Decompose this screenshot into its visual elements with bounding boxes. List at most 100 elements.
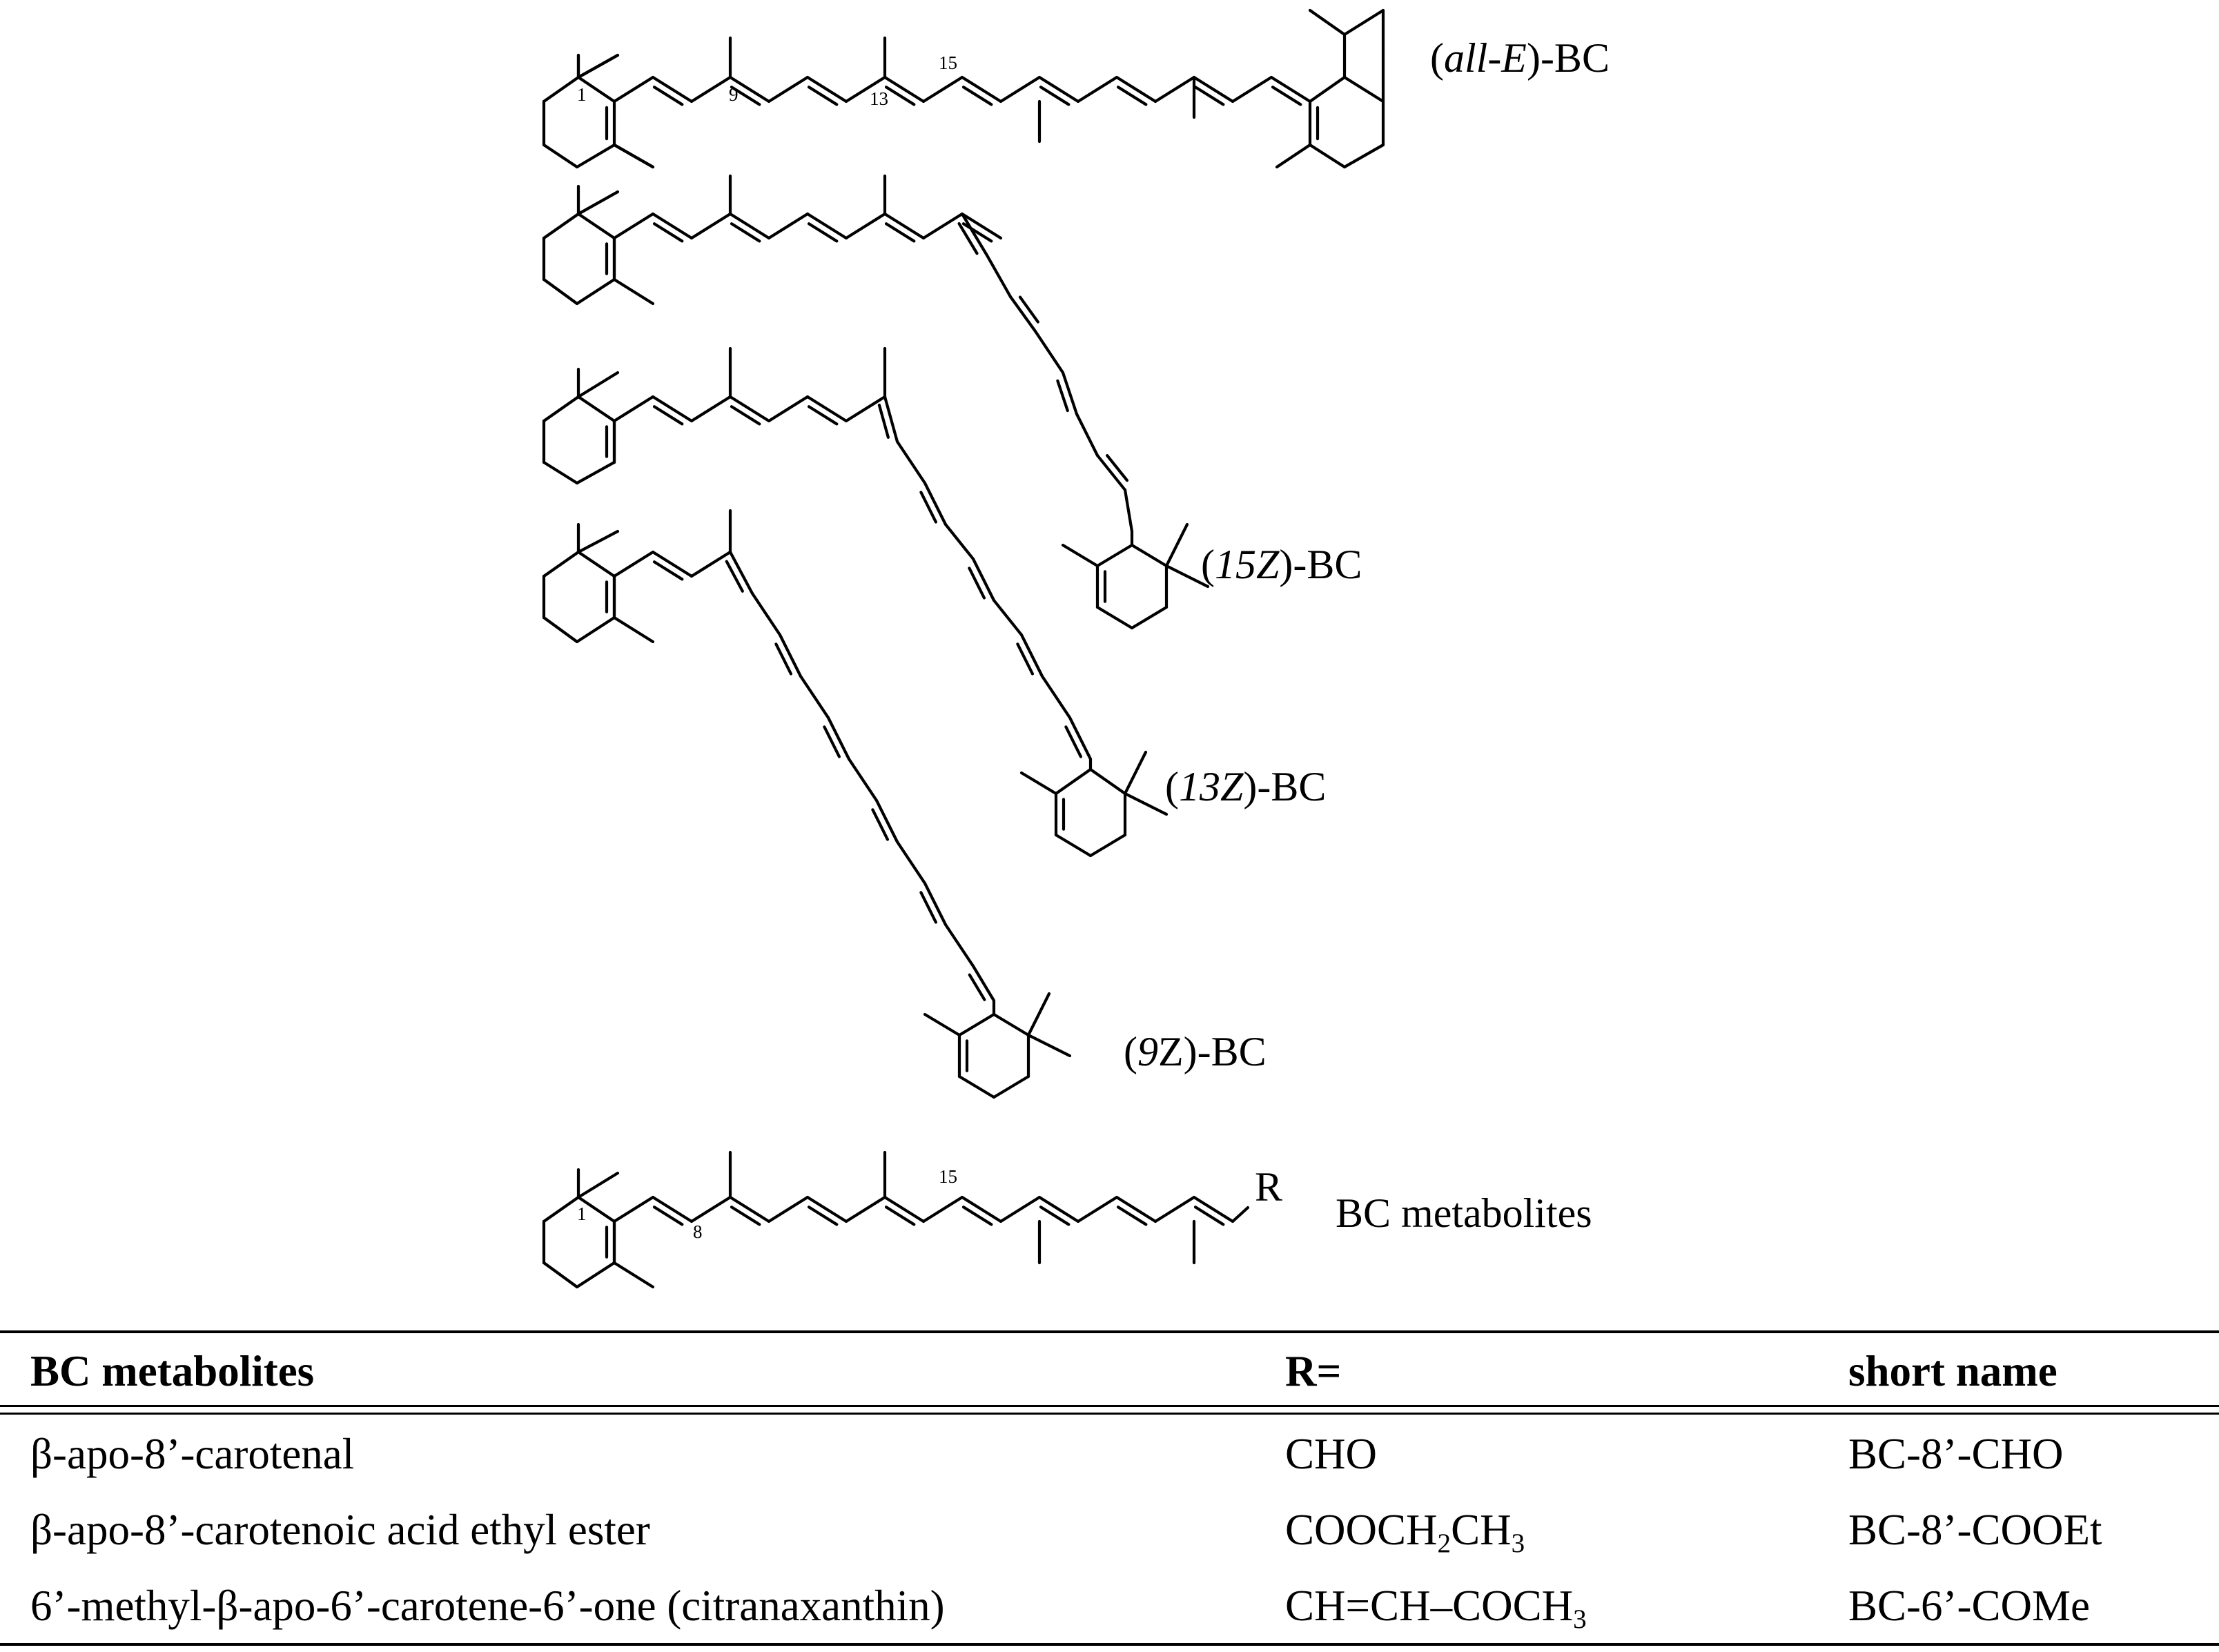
bond-line [542, 1261, 579, 1289]
bond-line [1130, 605, 1169, 630]
bond-line [730, 222, 761, 243]
bond-line [1075, 412, 1099, 458]
bond-line [612, 1261, 655, 1289]
bond-line [542, 143, 579, 169]
bond-line [728, 212, 771, 240]
bond-line [883, 75, 926, 104]
bond-line [871, 808, 890, 841]
bond-line [921, 1195, 964, 1223]
bond-line [1192, 75, 1235, 104]
row-short-name: BC-8’-COOEt [1848, 1506, 2102, 1554]
bond-line [652, 560, 684, 581]
bond-line [877, 403, 890, 439]
bond-line [542, 1195, 580, 1223]
bond-line [728, 1195, 771, 1223]
bond-line [651, 75, 694, 104]
locant-9-all-e: 9 [729, 84, 739, 105]
bond-line [1342, 8, 1385, 37]
substituent-r: R [1255, 1164, 1282, 1210]
bond-line [960, 1195, 1003, 1223]
bond-line [576, 75, 616, 104]
bond-line [971, 557, 996, 602]
bond-line [542, 550, 580, 578]
bond-line [807, 86, 839, 106]
bond-line [968, 973, 986, 1001]
bond-line [612, 75, 655, 104]
bond-line [690, 75, 732, 104]
bond-line [961, 86, 993, 106]
bond-line [844, 75, 887, 104]
bond-line [542, 616, 579, 644]
bond-line [844, 212, 887, 240]
bond-line [1193, 86, 1225, 106]
bond-line [1116, 86, 1148, 106]
bond-line [1342, 75, 1385, 104]
bond-line [883, 395, 899, 444]
bond-line [767, 212, 810, 240]
bond-line [884, 86, 916, 106]
bond-line [844, 395, 887, 423]
bond-line [805, 395, 848, 423]
bond-line [985, 253, 1013, 299]
bond-line [1193, 1206, 1225, 1226]
bond-line [826, 716, 851, 761]
bond-line [999, 1195, 1042, 1223]
bond-line [575, 616, 616, 644]
bond-line [576, 529, 620, 554]
bond-line [1123, 750, 1148, 796]
bond-line [992, 1074, 1030, 1099]
bond-line [690, 395, 732, 423]
bond-line [960, 212, 989, 257]
bc-metabolites-table: BC metabolites R= short name β-apo-8’-ca… [0, 1329, 2219, 1648]
bond-line [1019, 633, 1044, 678]
bond-line [1076, 75, 1119, 104]
bond-line [960, 75, 1003, 104]
bond-line [1269, 75, 1312, 104]
bond-line [807, 405, 839, 426]
locant-15-metabolite: 15 [939, 1166, 957, 1187]
bond-line [576, 53, 620, 79]
label-13z-bc: (13Z)-BC [1165, 764, 1326, 809]
bond-line [1033, 329, 1065, 375]
bond-line [1054, 833, 1093, 858]
bond-line [542, 395, 580, 423]
locant-8-metabolite: 8 [693, 1221, 703, 1242]
bond-line [799, 674, 830, 720]
bond-line [923, 481, 948, 527]
table-top-rule [0, 1330, 2219, 1333]
bond-line [883, 212, 926, 240]
bond-line [883, 1195, 926, 1223]
bond-line [1231, 75, 1273, 104]
bond-line [651, 212, 694, 240]
bond-line [750, 591, 782, 637]
bond-line [1061, 371, 1079, 416]
bond-line [767, 1195, 810, 1223]
bond-line [1095, 605, 1134, 630]
bond-line [1056, 379, 1069, 413]
bond-line [1342, 143, 1385, 169]
bond-line [957, 1074, 996, 1099]
bond-line [542, 212, 580, 240]
bond-line [767, 75, 810, 104]
bond-line [690, 212, 732, 240]
bond-line [805, 212, 848, 240]
bond-line [884, 222, 916, 243]
bond-line [1088, 833, 1127, 858]
locant-13-all-e: 13 [870, 88, 888, 109]
bond-line [1039, 1206, 1071, 1226]
bond-line [652, 86, 684, 106]
bond-line [575, 1261, 616, 1289]
locant-1-metabolite: 1 [577, 1203, 587, 1224]
row-short-name: BC-8’-CHO [1848, 1430, 2064, 1478]
bond-line [728, 550, 754, 596]
label-all-e-bc: (all-E)-BC [1430, 35, 1610, 81]
bond-line [1123, 791, 1169, 816]
bond-line [1130, 543, 1169, 568]
bond-line [651, 550, 694, 578]
bond-line [651, 395, 694, 423]
bond-line [652, 1206, 684, 1226]
bond-line [844, 1195, 887, 1223]
header-bc-metabolites: BC metabolites [30, 1347, 315, 1395]
bond-line [919, 891, 938, 924]
